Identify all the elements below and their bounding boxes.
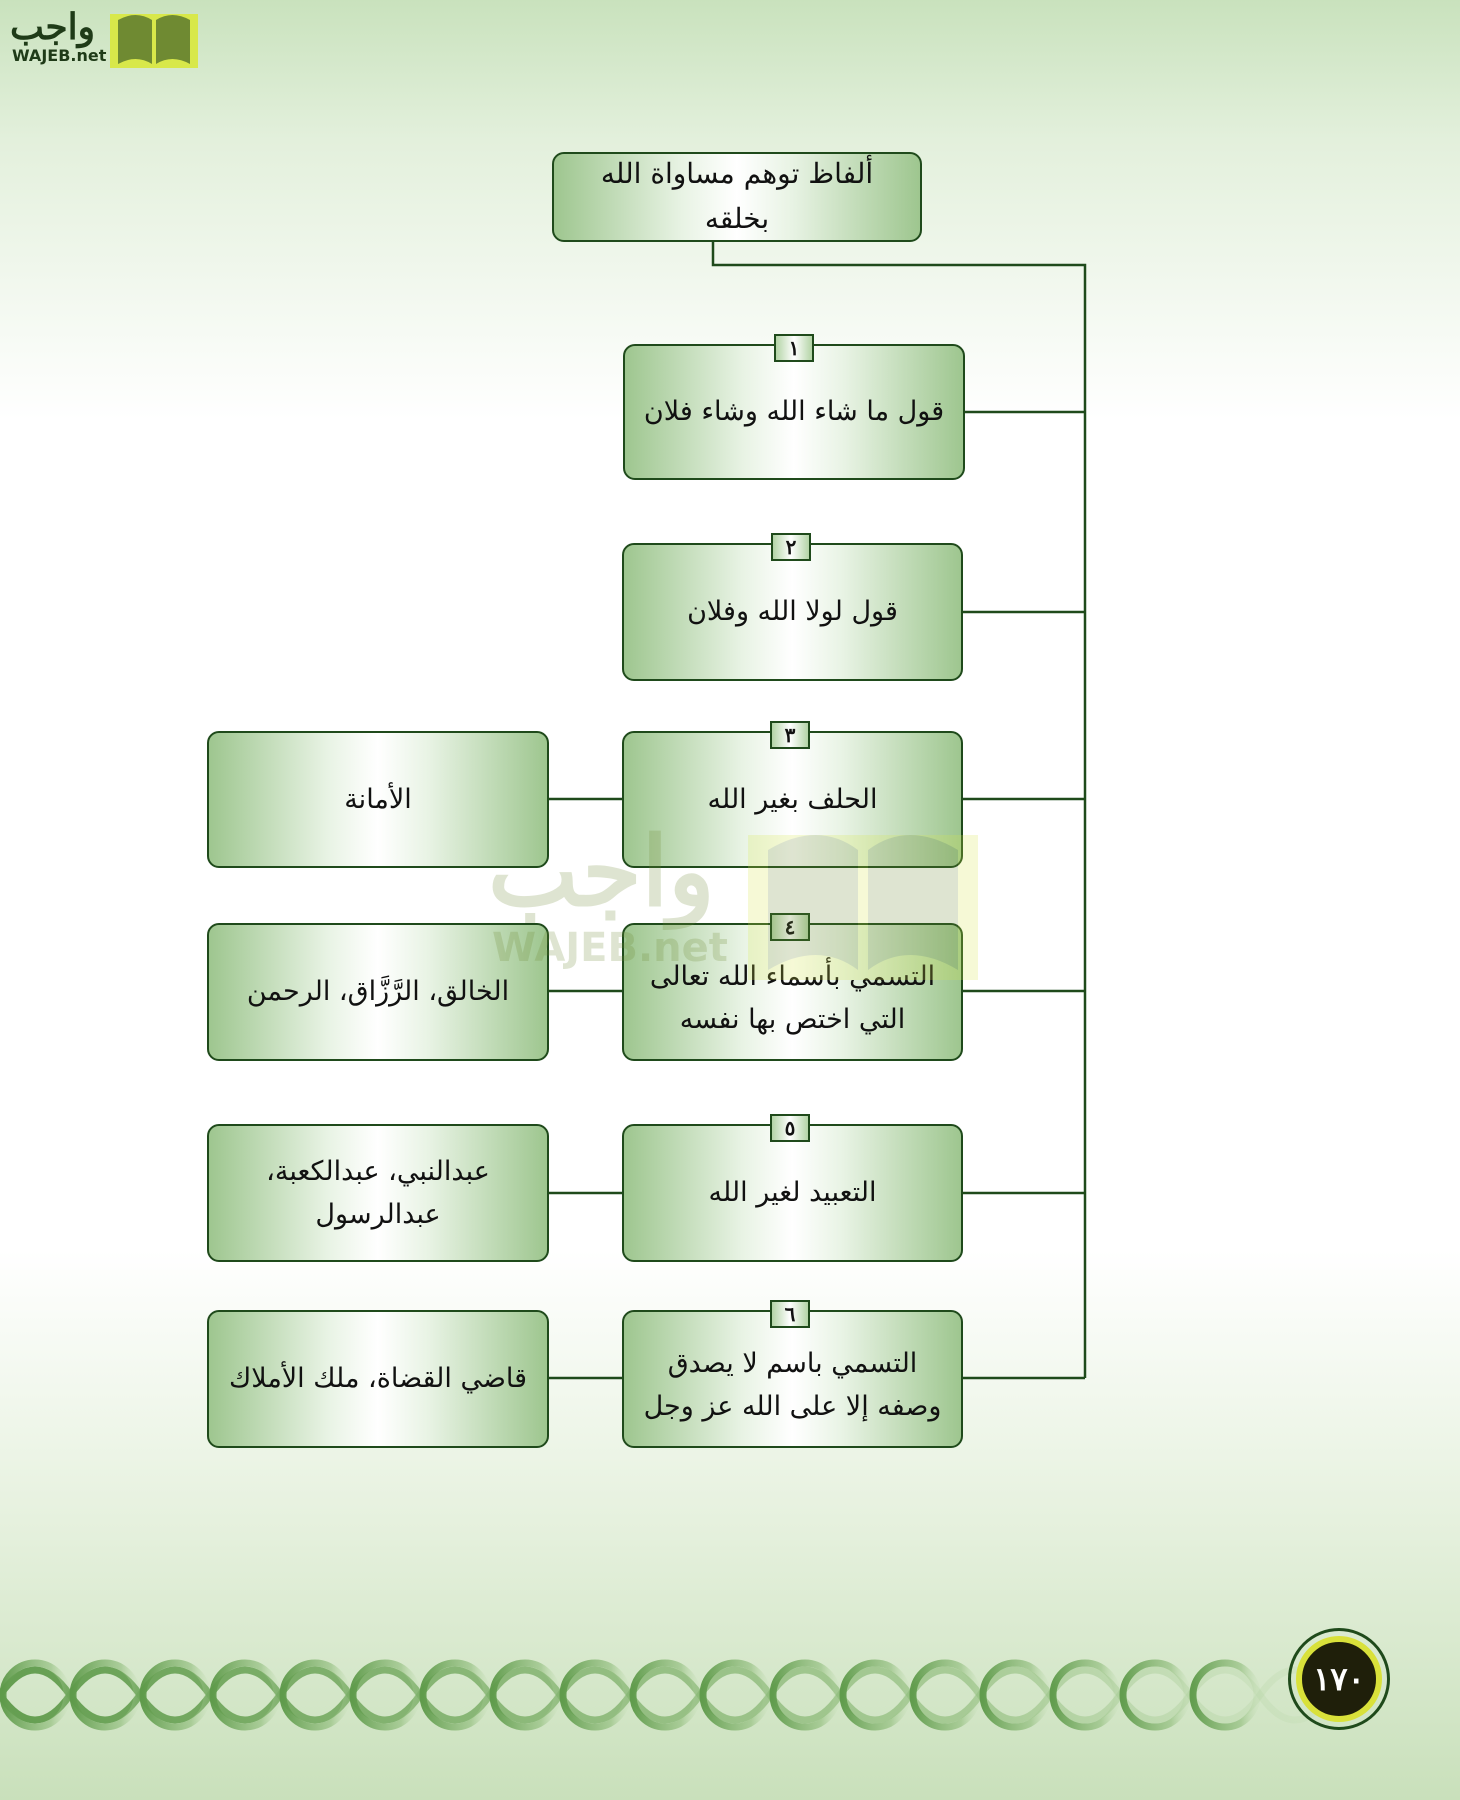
item-box-2: قول لولا الله وفلان bbox=[622, 543, 963, 681]
item-box-3: الحلف بغير الله bbox=[622, 731, 963, 868]
example-box-6: قاضي القضاة، ملك الأملاك bbox=[207, 1310, 549, 1448]
item-number-1: ١ bbox=[774, 334, 814, 362]
logo-latin: WAJEB.net bbox=[12, 46, 107, 65]
item-box-1: قول ما شاء الله وشاء فلان bbox=[623, 344, 965, 480]
example-text-6: قاضي القضاة، ملك الأملاك bbox=[228, 1363, 528, 1395]
book-icon bbox=[110, 14, 198, 68]
item-text-6: التسمي باسم لا يصدق وصفه إلا على الله عز… bbox=[643, 1347, 942, 1422]
page-number-ring bbox=[1288, 1628, 1390, 1730]
ornamental-border bbox=[0, 1659, 1333, 1731]
item-number-2: ٢ bbox=[771, 533, 811, 561]
wajeb-logo[interactable]: واجب WAJEB.net bbox=[10, 6, 198, 68]
item-number-4: ٤ bbox=[770, 913, 810, 941]
page-number: ١٧٠ bbox=[1296, 1636, 1382, 1722]
diagram-title-box: ألفاظ توهم مساواة الله بخلقه bbox=[552, 152, 922, 242]
item-number-3: ٣ bbox=[770, 721, 810, 749]
item-number-6: ٦ bbox=[770, 1300, 810, 1328]
example-text-3: الأمانة bbox=[344, 783, 412, 815]
example-text-5: عبدالنبي، عبدالكعبة، عبدالرسول bbox=[266, 1155, 490, 1230]
item-number-5: ٥ bbox=[770, 1114, 810, 1142]
item-box-6: التسمي باسم لا يصدق وصفه إلا على الله عز… bbox=[622, 1310, 963, 1448]
item-box-5: التعبيد لغير الله bbox=[622, 1124, 963, 1262]
example-box-5: عبدالنبي، عبدالكعبة، عبدالرسول bbox=[207, 1124, 549, 1262]
item-text-2: قول لولا الله وفلان bbox=[687, 596, 898, 628]
example-box-3: الأمانة bbox=[207, 731, 549, 868]
item-box-4: التسمي بأسماء الله تعالى التي اختص بها ن… bbox=[622, 923, 963, 1061]
item-text-5: التعبيد لغير الله bbox=[708, 1177, 877, 1209]
item-text-3: الحلف بغير الله bbox=[707, 783, 878, 815]
diagram-title: ألفاظ توهم مساواة الله بخلقه bbox=[600, 157, 874, 235]
logo-word: واجب bbox=[10, 6, 95, 48]
example-text-4: الخالق، الرَّزَّاق، الرحمن bbox=[246, 976, 510, 1008]
item-text-1: قول ما شاء الله وشاء فلان bbox=[643, 396, 945, 428]
item-text-4: التسمي بأسماء الله تعالى التي اختص بها ن… bbox=[649, 960, 936, 1035]
example-box-4: الخالق، الرَّزَّاق، الرحمن bbox=[207, 923, 549, 1061]
